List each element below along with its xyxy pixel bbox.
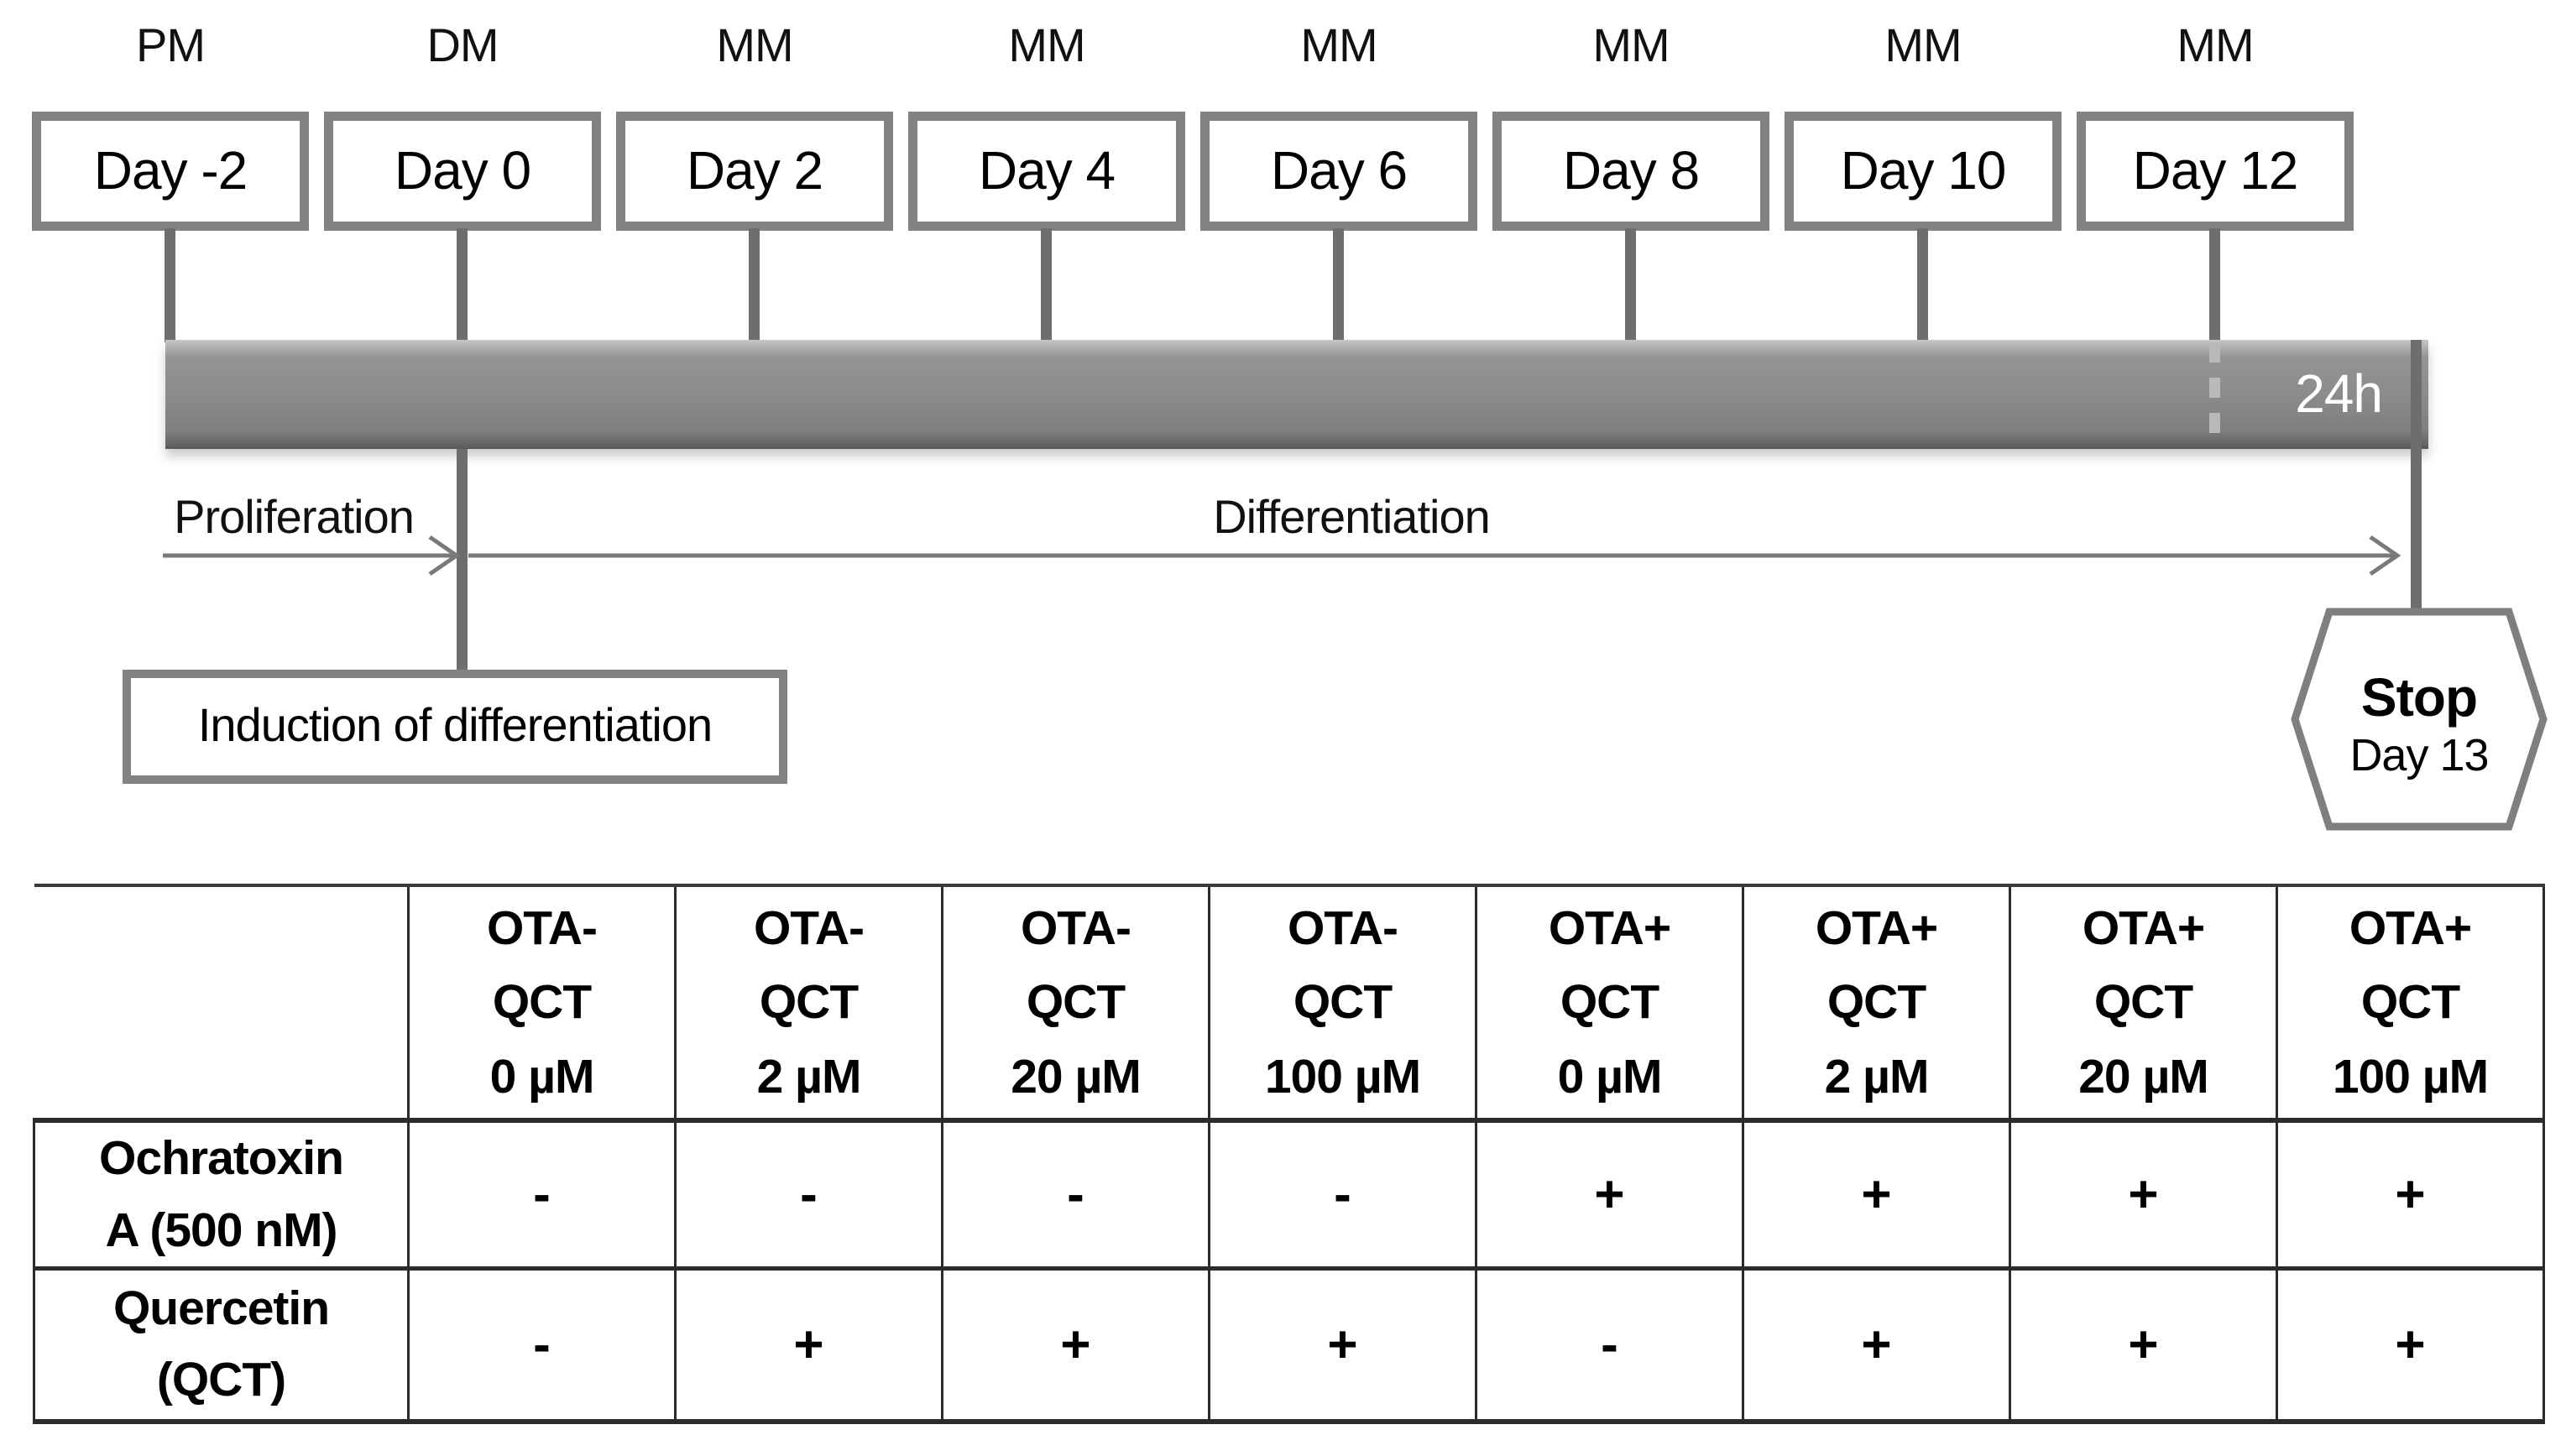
col-header-ota-minus-100: OTA- QCT 100 µM [1208, 884, 1477, 1123]
stop-text-block: Stop Day 13 [2289, 606, 2549, 832]
media-label-dm: DM [426, 18, 499, 71]
timeline-bar: 24h [165, 340, 2428, 449]
table-cell: - [407, 1119, 677, 1271]
connector-day-6 [1333, 228, 1344, 342]
induction-box: Induction of differentiation [123, 670, 787, 784]
connector-day-12 [2209, 228, 2220, 342]
treatment-table: OTA- QCT 0 µM OTA- QCT 2 µM OTA- QCT 20 … [33, 884, 2545, 1424]
table-cell: - [1208, 1119, 1477, 1271]
media-label-mm-4: MM [1592, 18, 1670, 71]
day-box-12: Day 12 [2077, 112, 2354, 231]
connector-day-10 [1917, 228, 1928, 342]
table-cell: + [2009, 1119, 2278, 1271]
table-cell: - [407, 1267, 677, 1424]
table-cell: + [674, 1267, 943, 1424]
row-label-quercetin: Quercetin (QCT) [33, 1267, 410, 1424]
proliferation-label: Proliferation [174, 490, 415, 543]
col-header-ota-plus-2: OTA+ QCT 2 µM [1742, 884, 2011, 1123]
table-cell: + [2276, 1119, 2545, 1271]
col-header-ota-plus-0: OTA+ QCT 0 µM [1475, 884, 1744, 1123]
connector-day-0 [457, 228, 468, 342]
differentiation-label: Differentiation [1213, 490, 1491, 543]
differentiation-arrowhead-icon [2369, 535, 2401, 577]
table-cell: + [1475, 1119, 1744, 1271]
day-box-10: Day 10 [1785, 112, 2062, 231]
table-row-ochratoxin: Ochratoxin A (500 nM) - - - - + + + + [33, 1119, 2545, 1271]
table-cell: + [941, 1267, 1210, 1424]
day-box-0: Day 0 [324, 112, 601, 231]
stop-subtitle: Day 13 [2349, 730, 2489, 780]
day-box-2: Day 2 [616, 112, 893, 231]
col-header-ota-minus-20: OTA- QCT 20 µM [941, 884, 1210, 1123]
hexagon-outline-icon [2291, 608, 2548, 831]
table-row-quercetin: Quercetin (QCT) - + + + - + + + [33, 1267, 2545, 1424]
table-cell: + [1742, 1119, 2011, 1271]
connector-day-2 [749, 228, 760, 342]
table-cell: + [2276, 1267, 2545, 1424]
stop-title: Stop [2360, 667, 2478, 728]
connector-day-8 [1625, 228, 1636, 342]
stop-hexagon: Stop Day 13 [2289, 606, 2549, 832]
connector-day-minus2 [165, 228, 175, 342]
proliferation-arrow [163, 535, 461, 577]
differentiation-arrow [468, 535, 2401, 577]
table-cell: + [2009, 1267, 2278, 1424]
day-box-6: Day 6 [1200, 112, 1477, 231]
table-cell: - [674, 1119, 943, 1271]
col-header-ota-plus-20: OTA+ QCT 20 µM [2009, 884, 2278, 1123]
bar-24h-label: 24h [2295, 363, 2383, 424]
stop-connector-line [2411, 340, 2422, 635]
table-header-row: OTA- QCT 0 µM OTA- QCT 2 µM OTA- QCT 20 … [34, 884, 2545, 1123]
media-label-mm-2: MM [1008, 18, 1085, 71]
day-box-8: Day 8 [1492, 112, 1769, 231]
col-header-ota-plus-100: OTA+ QCT 100 µM [2276, 884, 2545, 1123]
connector-day-4 [1041, 228, 1052, 342]
media-label-mm-6: MM [2177, 18, 2254, 71]
proliferation-arrowhead-icon [428, 535, 461, 577]
induction-connector-line [457, 449, 468, 671]
col-header-ota-minus-0: OTA- QCT 0 µM [407, 884, 677, 1123]
table-cell: - [1475, 1267, 1744, 1424]
day12-dashed-line [2209, 342, 2220, 446]
table-cell: + [1742, 1267, 2011, 1424]
stop-hexagon-shape [2291, 608, 2548, 831]
media-label-mm-1: MM [716, 18, 793, 71]
table-cell: + [1208, 1267, 1477, 1424]
day-box-4: Day 4 [908, 112, 1185, 231]
col-header-ota-minus-2: OTA- QCT 2 µM [674, 884, 943, 1123]
table-cell: - [941, 1119, 1210, 1271]
media-label-mm-3: MM [1300, 18, 1377, 71]
row-label-ochratoxin: Ochratoxin A (500 nM) [33, 1119, 410, 1271]
day-box-minus2: Day -2 [32, 112, 309, 231]
table-corner-cell [34, 884, 409, 1123]
media-label-mm-5: MM [1884, 18, 1962, 71]
media-label-pm: PM [136, 18, 206, 71]
